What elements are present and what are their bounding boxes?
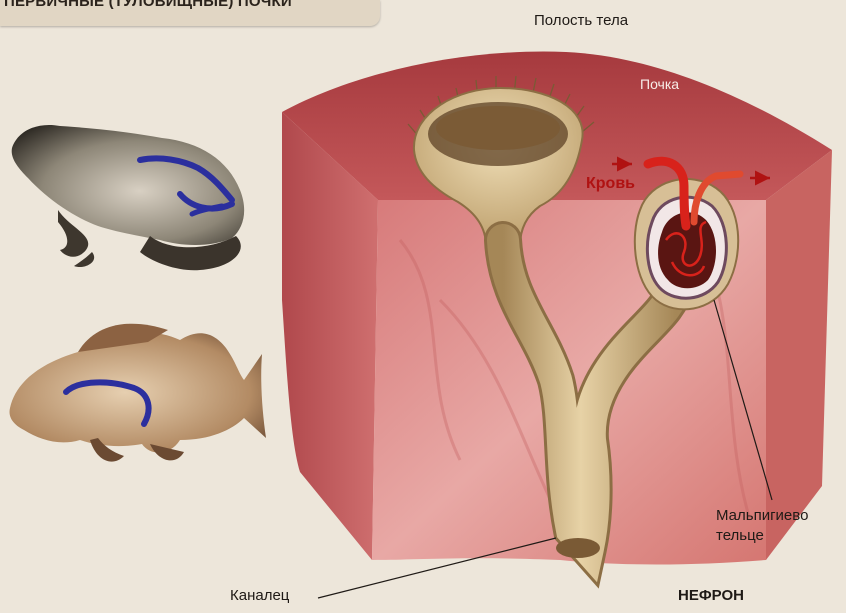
tubule-label: Каналец <box>230 587 289 604</box>
frog-illustration <box>12 125 244 270</box>
kidney-label: Почка <box>640 76 679 92</box>
diagram-title: ПЕРВИЧНЫЕ (ТУЛОВИЩНЫЕ) ПОЧКИ <box>4 0 292 10</box>
body-cavity-label: Полость тела <box>534 12 628 29</box>
nephron-label: НЕФРОН <box>678 587 744 604</box>
blood-label: Кровь <box>586 175 635 193</box>
malpighian-body-label: Мальпигиево тельце <box>716 506 826 546</box>
fish-illustration <box>10 324 266 462</box>
diagram-title-bar: ПЕРВИЧНЫЕ (ТУЛОВИЩНЫЕ) ПОЧКИ <box>0 0 380 26</box>
